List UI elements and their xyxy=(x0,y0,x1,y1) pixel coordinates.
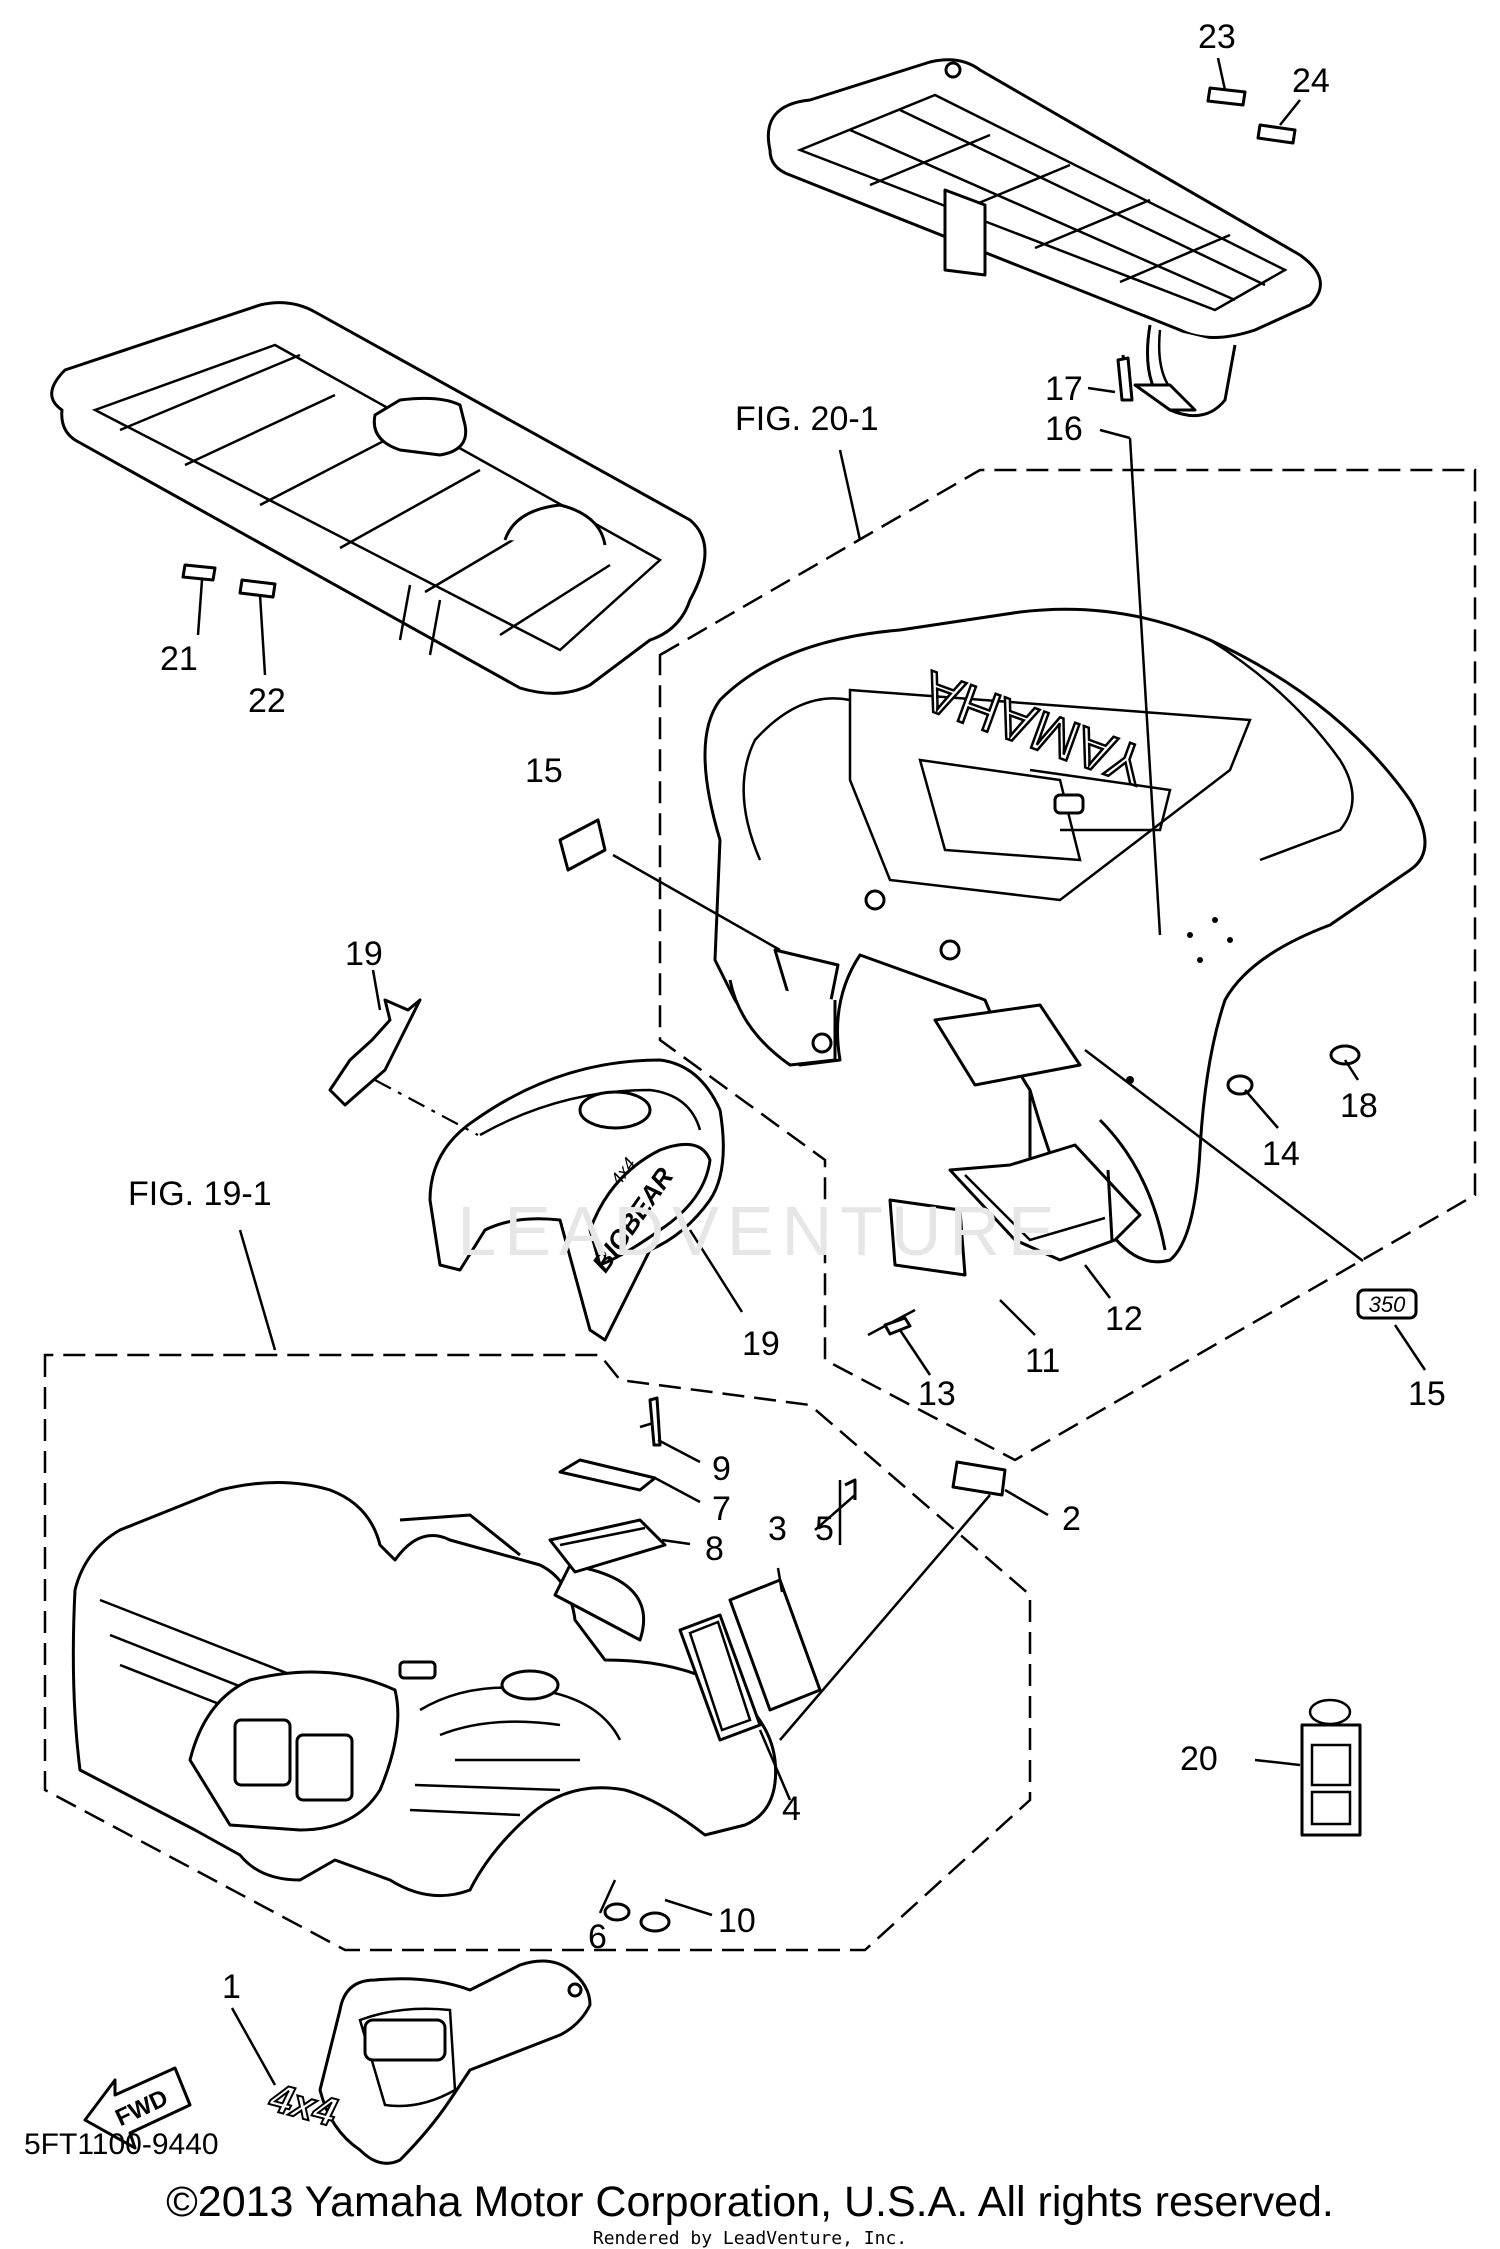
callout-1: 1 xyxy=(222,1968,241,2006)
callout-16: 16 xyxy=(1045,410,1083,448)
callout-10: 10 xyxy=(718,1902,756,1940)
reflector-assembly-front[interactable] xyxy=(548,1396,1007,1933)
callout-19-lower: 19 xyxy=(742,1325,780,1363)
callout-8: 8 xyxy=(705,1530,724,1568)
callout-3: 3 xyxy=(768,1510,787,1548)
callout-20: 20 xyxy=(1180,1740,1218,1778)
part-code: 5FT1100-9440 xyxy=(24,2128,219,2161)
fwd-arrow xyxy=(83,2066,192,2150)
front-fender[interactable] xyxy=(71,1481,778,1898)
callout-21: 21 xyxy=(160,640,198,678)
svg-text:350: 350 xyxy=(1369,1292,1406,1317)
callout-15-lower: 15 xyxy=(1408,1375,1446,1413)
leader-lines-19 xyxy=(598,1438,1049,1917)
rear-carrier[interactable] xyxy=(766,58,1322,418)
callout-11: 11 xyxy=(1025,1342,1060,1380)
callouts: 1 2 3 4 5 6 7 8 9 10 11 12 13 14 15 15 1… xyxy=(160,18,1446,2006)
callout-4: 4 xyxy=(782,1790,801,1828)
callout-23: 23 xyxy=(1198,18,1236,56)
front-carrier[interactable] xyxy=(50,301,707,695)
callout-18: 18 xyxy=(1340,1087,1378,1125)
callout-22: 22 xyxy=(248,682,286,720)
leader-lines-top xyxy=(196,57,1301,676)
label-15-upper[interactable] xyxy=(558,818,607,872)
callout-24: 24 xyxy=(1292,62,1330,100)
callout-6: 6 xyxy=(588,1918,607,1956)
callout-15-upper: 15 xyxy=(525,752,563,790)
callout-19-upper: 19 xyxy=(345,935,383,973)
callout-5: 5 xyxy=(815,1510,834,1548)
callout-17: 17 xyxy=(1045,370,1083,408)
copyright-notice: ©2013 Yamaha Motor Corporation, U.S.A. A… xyxy=(166,2178,1334,2226)
labels-21-24[interactable] xyxy=(181,86,1297,599)
leader-lines-20 xyxy=(612,386,1427,1376)
rendered-by-notice: Rendered by LeadVenture, Inc. xyxy=(592,2228,908,2249)
callout-13: 13 xyxy=(918,1375,956,1413)
warning-tag-20[interactable] xyxy=(1254,1698,1362,1837)
callout-14: 14 xyxy=(1262,1135,1300,1173)
watermark: LEADVENTURE xyxy=(457,1192,1062,1270)
label-19-sticker[interactable] xyxy=(328,998,422,1107)
fig20-boundary xyxy=(658,468,1477,1462)
reflector-assembly-rear[interactable] xyxy=(867,354,1361,1337)
fig19-boundary xyxy=(43,1353,1032,1952)
fig-19-1-label[interactable]: FIG. 19-1 xyxy=(128,1175,272,1213)
callout-9: 9 xyxy=(712,1450,731,1488)
callout-12: 12 xyxy=(1105,1300,1143,1338)
bottom-parts[interactable]: FWD 4x4 xyxy=(83,1959,592,2165)
callout-7: 7 xyxy=(712,1490,731,1528)
callout-2: 2 xyxy=(1062,1500,1081,1538)
fig-20-1-label[interactable]: FIG. 20-1 xyxy=(735,400,879,438)
badge-350[interactable]: 350 xyxy=(1356,1288,1418,1320)
